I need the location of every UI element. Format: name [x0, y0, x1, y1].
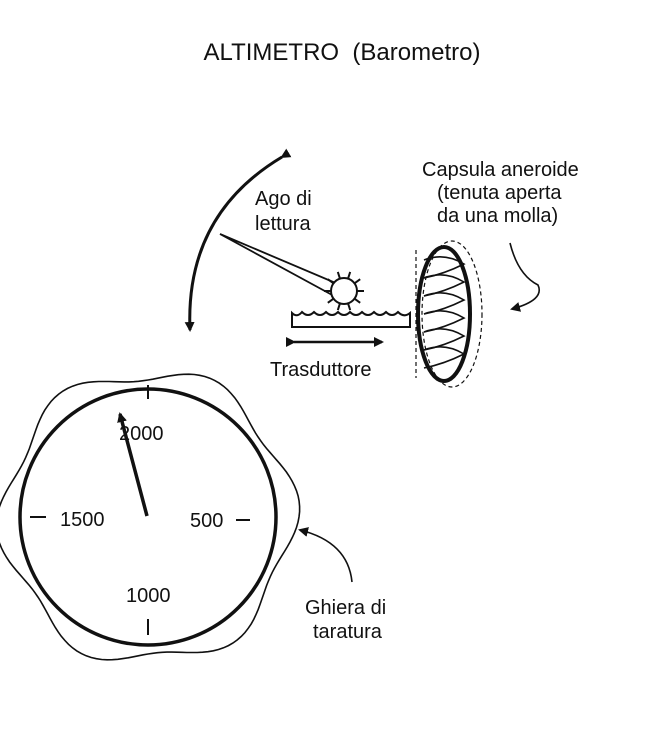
capsule-label-line3: da una molla): [437, 205, 558, 227]
gear-tooth: [336, 303, 341, 311]
dial-value-bottom: 1000: [126, 585, 171, 607]
gear-tooth: [347, 303, 352, 311]
capsule-label-line1: Capsula aneroide: [422, 159, 579, 181]
aneroid-capsule: [415, 240, 483, 388]
gear-tooth: [347, 271, 352, 279]
capsule-pointer-arrow: [509, 242, 540, 312]
dial-value-top: 2000: [119, 423, 164, 445]
gear-tooth: [327, 278, 335, 285]
ring-pointer-arrow: [298, 527, 353, 583]
ring-label-line1: Ghiera di: [305, 597, 386, 619]
gear-tooth: [336, 271, 341, 279]
calibration-ring: [0, 373, 301, 661]
dial-pointer: [117, 412, 149, 517]
needle-label-line1: Ago di: [255, 188, 312, 210]
gear-tooth: [353, 297, 361, 304]
dial-value-right: 500: [190, 510, 223, 532]
needle-label-line2: lettura: [255, 213, 311, 235]
gear-tooth: [327, 297, 335, 304]
capsule-label-line2: (tenuta aperta: [437, 182, 562, 204]
pinion-gear: [324, 271, 364, 311]
spring-coil: [423, 346, 466, 369]
transducer-rack: [291, 310, 411, 328]
dial-value-left: 1500: [60, 509, 105, 531]
reading-needle: [219, 233, 340, 298]
diagram-title: ALTIMETRO (Barometro): [204, 39, 481, 66]
transducer-label: Trasduttore: [270, 359, 372, 381]
needle-sweep-arrow: [184, 148, 292, 332]
ring-label-line2: taratura: [313, 621, 383, 643]
gear-tooth: [353, 278, 361, 285]
